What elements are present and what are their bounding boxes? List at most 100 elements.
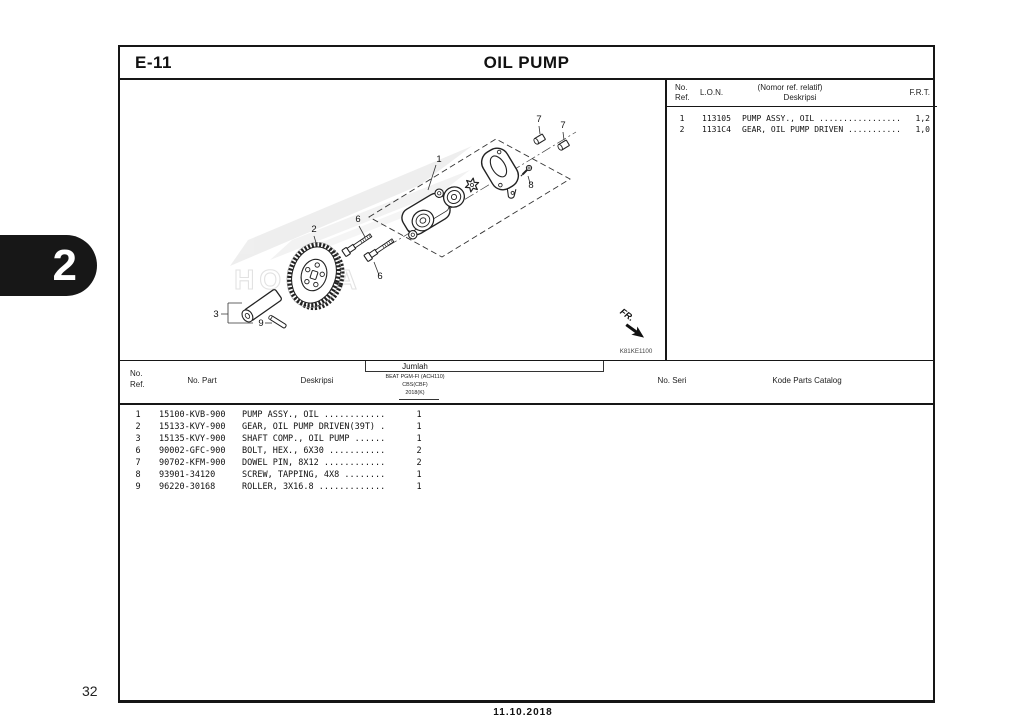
pt-cell-part: 96220-30168	[159, 482, 216, 492]
pt-col-desc: Deskripsi	[300, 376, 334, 385]
lon-col-no-2: Ref.	[675, 93, 690, 102]
fr-arrow-icon: FR.	[618, 306, 645, 338]
pump-shaft	[241, 289, 282, 323]
lon-cell-lon: 113105	[702, 114, 731, 123]
jumlah-group-box	[365, 361, 604, 372]
table-row: 8 93901-34120 SCREW, TAPPING, 4X8 ......…	[120, 469, 933, 481]
pt-cell-desc: DOWEL PIN, 8X12 ............	[242, 458, 386, 468]
pt-cell-qty: 1	[416, 470, 422, 480]
pt-cell-desc: SCREW, TAPPING, 4X8 ........	[242, 470, 386, 480]
pt-cell-part: 90002-GFC-900	[159, 446, 226, 456]
callout-6b: 6	[377, 271, 382, 282]
pump-body	[401, 188, 451, 240]
jumlah-sub-line: 2018(K)	[405, 390, 425, 396]
footer-date: 11.10.2018	[493, 707, 553, 718]
jumlah-underline	[399, 399, 439, 400]
callout-labels: 1 2 3 6 6 7 7 8 9	[213, 114, 565, 329]
pt-cell-qty: 2	[416, 458, 422, 468]
pt-cell-qty: 2	[416, 446, 422, 456]
pt-cell-part: 90702-KFM-900	[159, 458, 226, 468]
pt-cell-qty: 1	[416, 422, 422, 432]
pump-cover-plate	[480, 147, 520, 199]
page-title: OIL PUMP	[483, 53, 570, 72]
pt-cell-part: 93901-34120	[159, 470, 216, 480]
pt-col-part: No. Part	[187, 376, 217, 385]
pt-col-no-2: Ref.	[130, 380, 145, 389]
lon-cell-no: 2	[679, 125, 685, 134]
table-row: 9 96220-30168 ROLLER, 3X16.8 ...........…	[120, 481, 933, 493]
hex-bolt-2	[363, 238, 395, 262]
lon-col-frt: F.R.T.	[909, 88, 930, 97]
pt-cell-ref: 6	[135, 446, 141, 456]
parts-table-header: No. Ref. No. Part Deskripsi Jumlah BEAT …	[120, 360, 933, 405]
table-row: 7 90702-KFM-900 DOWEL PIN, 8X12 ........…	[120, 457, 933, 469]
lon-table-rows: 1 113105 PUMP ASSY., OIL ...............…	[667, 113, 937, 135]
oil-pump-driven-gear	[286, 242, 345, 311]
pump-outer-rotor	[442, 186, 466, 208]
pt-cell-desc: GEAR, OIL PUMP DRIVEN(39T) .	[242, 422, 386, 432]
lon-cell-frt: 1,0	[915, 125, 930, 134]
page-number: 32	[82, 683, 98, 699]
pt-cell-ref: 7	[135, 458, 141, 468]
callout-9: 9	[258, 318, 263, 329]
hex-bolt-1	[341, 233, 373, 257]
lon-cell-desc: GEAR, OIL PUMP DRIVEN ...........	[742, 125, 901, 134]
chapter-tab: 2	[0, 235, 97, 296]
dowel-pin-1	[533, 133, 546, 145]
pt-cell-part: 15133-KVY-900	[159, 422, 226, 432]
table-row: 1 15100-KVB-900 PUMP ASSY., OIL ........…	[120, 409, 933, 421]
leader-lines	[221, 125, 565, 324]
exploded-diagram: HONDA	[213, 114, 653, 355]
lon-cell-no: 1	[679, 114, 685, 123]
pt-cell-desc: SHAFT COMP., OIL PUMP ......	[242, 434, 386, 444]
pt-col-jumlah: Jumlah	[402, 362, 428, 371]
title-bar: E-11 OIL PUMP	[120, 47, 933, 80]
callout-6a: 6	[355, 214, 360, 225]
callout-7a: 7	[536, 114, 541, 125]
jumlah-sub-line: BEAT PGM-FI (ACH110)	[385, 374, 445, 380]
table-row: 2 15133-KVY-900 GEAR, OIL PUMP DRIVEN(39…	[120, 421, 933, 433]
lon-table: No. Ref. L.O.N. (Nomor ref. relatif) Des…	[665, 80, 937, 360]
lon-table-row: 2 1131C4 GEAR, OIL PUMP DRIVEN .........…	[667, 124, 937, 135]
pt-cell-desc: ROLLER, 3X16.8 .............	[242, 482, 386, 492]
chapter-tab-number: 2	[52, 240, 77, 290]
callout-2: 2	[311, 224, 316, 235]
callout-7b: 7	[560, 120, 565, 131]
pt-cell-ref: 3	[135, 434, 141, 444]
lon-col-no-1: No.	[675, 83, 688, 92]
callout-8: 8	[528, 180, 533, 191]
pt-cell-qty: 1	[416, 482, 422, 492]
lon-col-desc-1: (Nomor ref. relatif)	[757, 83, 823, 92]
tapping-screw	[520, 164, 533, 177]
section-code: E-11	[135, 53, 172, 72]
pt-cell-part: 15100-KVB-900	[159, 410, 226, 420]
lon-col-lon: L.O.N.	[700, 88, 724, 97]
pt-cell-ref: 1	[135, 410, 141, 420]
lon-cell-frt: 1,2	[915, 114, 930, 123]
pt-col-seri: No. Seri	[657, 376, 687, 385]
pt-cell-qty: 1	[416, 410, 422, 420]
page-frame: E-11 OIL PUMP HONDA	[118, 45, 937, 703]
pt-col-kode: Kode Parts Catalog	[772, 376, 842, 385]
table-row: 6 90002-GFC-900 BOLT, HEX., 6X30 .......…	[120, 445, 933, 457]
assembly-dashed-box	[368, 138, 571, 258]
jumlah-sub-line: CBS(CBF)	[402, 382, 428, 388]
jumlah-model-variant: BEAT PGM-FI (ACH110) CBS(CBF) 2018(K)	[354, 373, 476, 397]
callout-1: 1	[436, 154, 441, 165]
pt-cell-desc: BOLT, HEX., 6X30 ...........	[242, 446, 386, 456]
pt-cell-part: 15135-KVY-900	[159, 434, 226, 444]
pt-cell-qty: 1	[416, 434, 422, 444]
pt-col-no-1: No.	[130, 369, 143, 378]
diagram-code: K81KE1100	[620, 348, 653, 355]
fr-label: FR.	[618, 306, 636, 323]
lon-table-header: No. Ref. L.O.N. (Nomor ref. relatif) Des…	[667, 80, 937, 107]
lon-cell-lon: 1131C4	[702, 125, 731, 134]
lon-cell-desc: PUMP ASSY., OIL .................	[742, 114, 901, 123]
dowel-pin-2	[557, 139, 570, 151]
lon-col-desc-2: Deskripsi	[783, 93, 817, 102]
pt-cell-ref: 2	[135, 422, 141, 432]
pt-cell-ref: 9	[135, 482, 141, 492]
table-row: 3 15135-KVY-900 SHAFT COMP., OIL PUMP ..…	[120, 433, 933, 445]
callout-3: 3	[213, 309, 218, 320]
